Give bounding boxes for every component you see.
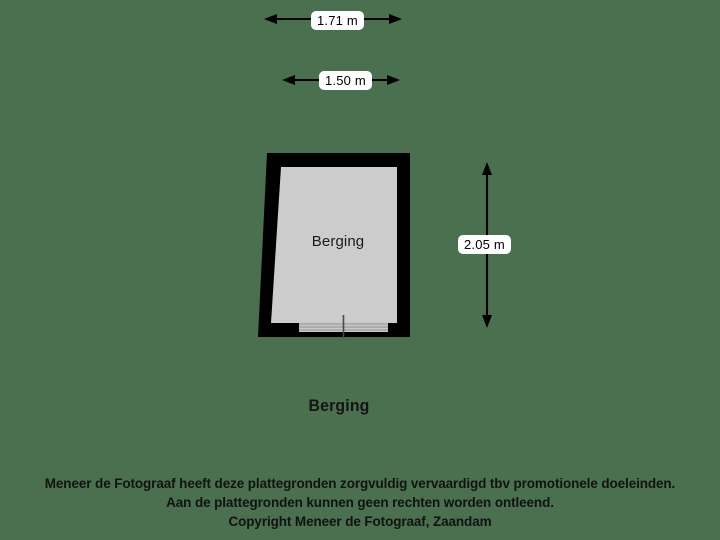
dimension-label-top-width: 1.71 m [311, 11, 364, 30]
door-opening [299, 315, 388, 338]
arrowhead-up-icon [482, 162, 492, 175]
arrowhead-down-icon [482, 315, 492, 328]
arrowhead-left-icon [282, 75, 295, 85]
arrowhead-left-icon [264, 14, 277, 24]
arrowhead-right-icon [387, 75, 400, 85]
footer-line-2: Aan de plattegronden kunnen geen rechten… [166, 495, 554, 511]
footer-line-1: Meneer de Fotograaf heeft deze plattegro… [44, 476, 676, 492]
room-name-label: Berging [311, 233, 365, 250]
footer-disclaimer: Meneer de Fotograaf heeft deze plattegro… [0, 475, 720, 532]
footer-line-3: Copyright Meneer de Fotograaf, Zaandam [228, 514, 492, 530]
plan-caption: Berging [308, 396, 370, 415]
room-floor-area [271, 167, 397, 323]
arrowhead-right-icon [389, 14, 402, 24]
dimension-label-height: 2.05 m [458, 235, 511, 254]
dimension-label-inner-width: 1.50 m [319, 71, 372, 90]
